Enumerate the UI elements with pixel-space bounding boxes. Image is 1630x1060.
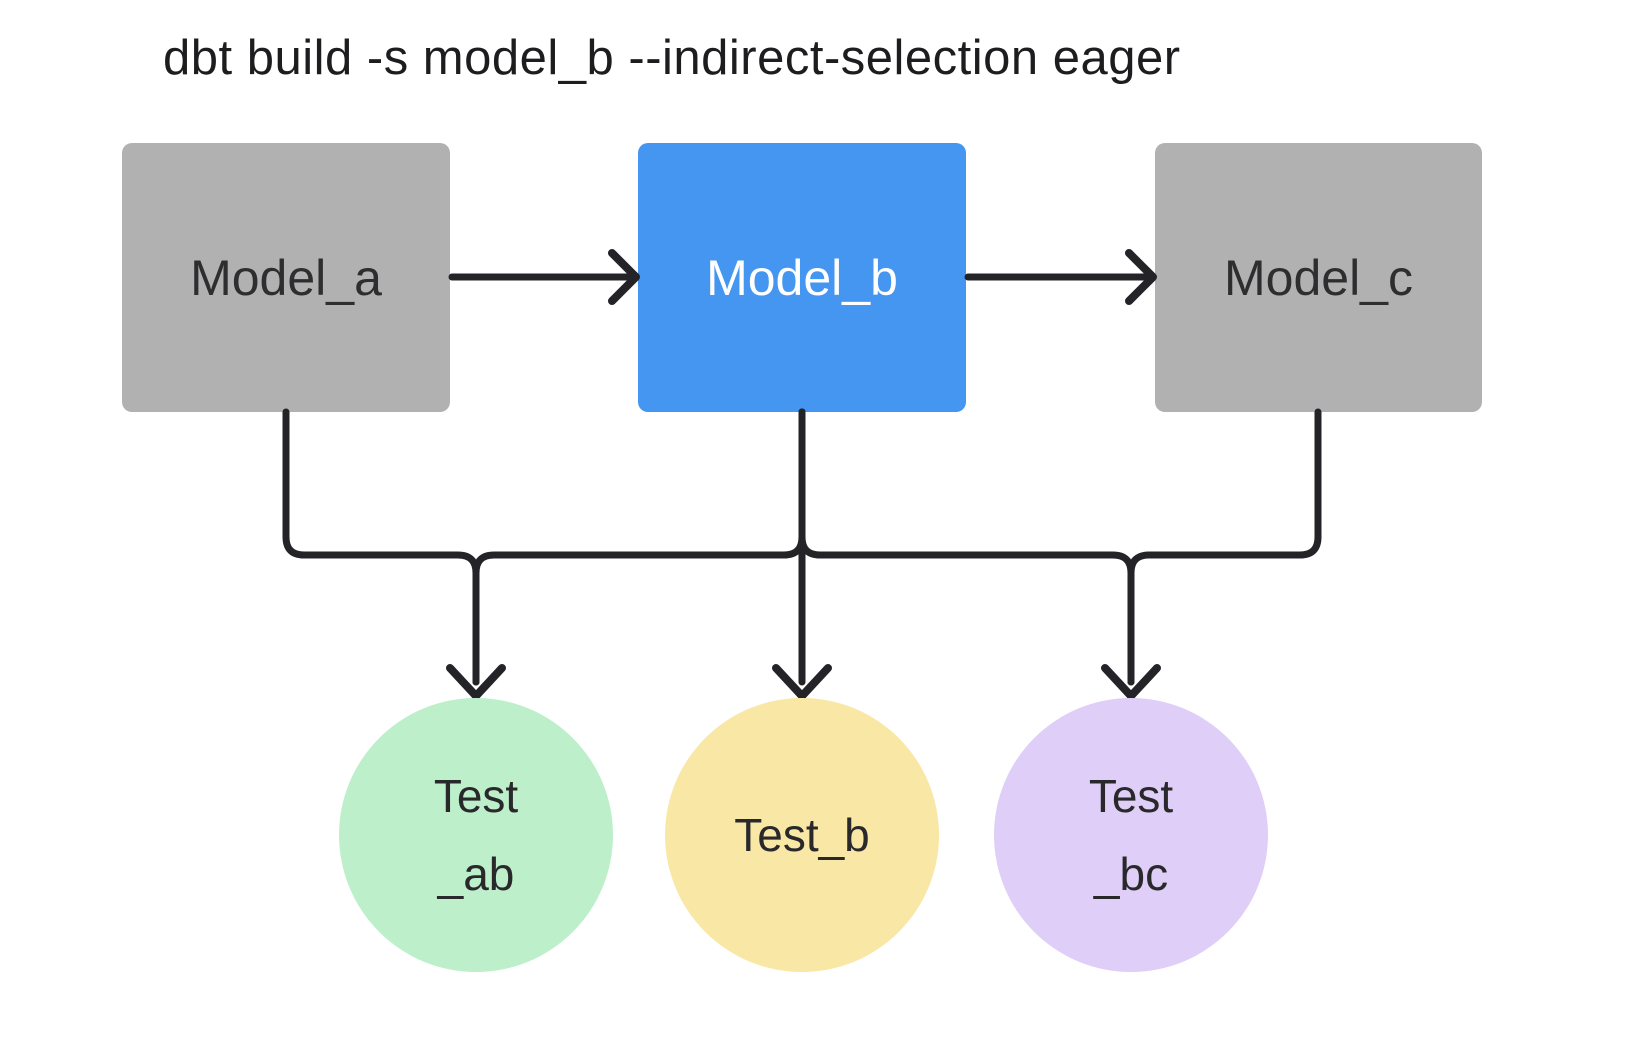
edge-model-a-to-test-ab: [282, 408, 480, 686]
node-model-b: Model_b: [638, 143, 966, 412]
node-model-a: Model_a: [122, 143, 450, 412]
node-test-bc-label-line1: Test: [1088, 769, 1174, 822]
node-test-b-label-line1: Test_b: [734, 808, 870, 861]
arrowhead-test-ab: [446, 664, 506, 700]
node-model-c-label: Model_c: [1224, 249, 1413, 306]
edge-model-b-to-test-bc: [798, 408, 1135, 686]
node-test-bc-label-line2: _bc: [1093, 848, 1169, 900]
edge-model-b-to-test-ab: [472, 408, 806, 686]
node-test-ab-label-line2: _ab: [437, 848, 515, 900]
arrowhead-test-bc: [1101, 664, 1161, 700]
node-test-bc: Test _bc: [994, 698, 1268, 972]
node-model-a-label: Model_a: [190, 249, 382, 306]
node-model-c: Model_c: [1155, 143, 1482, 412]
arrowhead-test-b: [772, 664, 832, 700]
edge-model-c-to-test-bc: [1127, 408, 1322, 686]
node-test-ab-label-line1: Test: [433, 769, 519, 822]
arrowhead-model-b-to-model-c: [1125, 249, 1157, 305]
arrowhead-model-a-to-model-b: [608, 249, 640, 305]
node-test-ab: Test _ab: [339, 698, 613, 972]
node-test-b: Test_b: [665, 698, 939, 972]
node-model-b-label: Model_b: [706, 249, 898, 306]
diagram-title: dbt build -s model_b --indirect-selectio…: [163, 31, 1181, 85]
